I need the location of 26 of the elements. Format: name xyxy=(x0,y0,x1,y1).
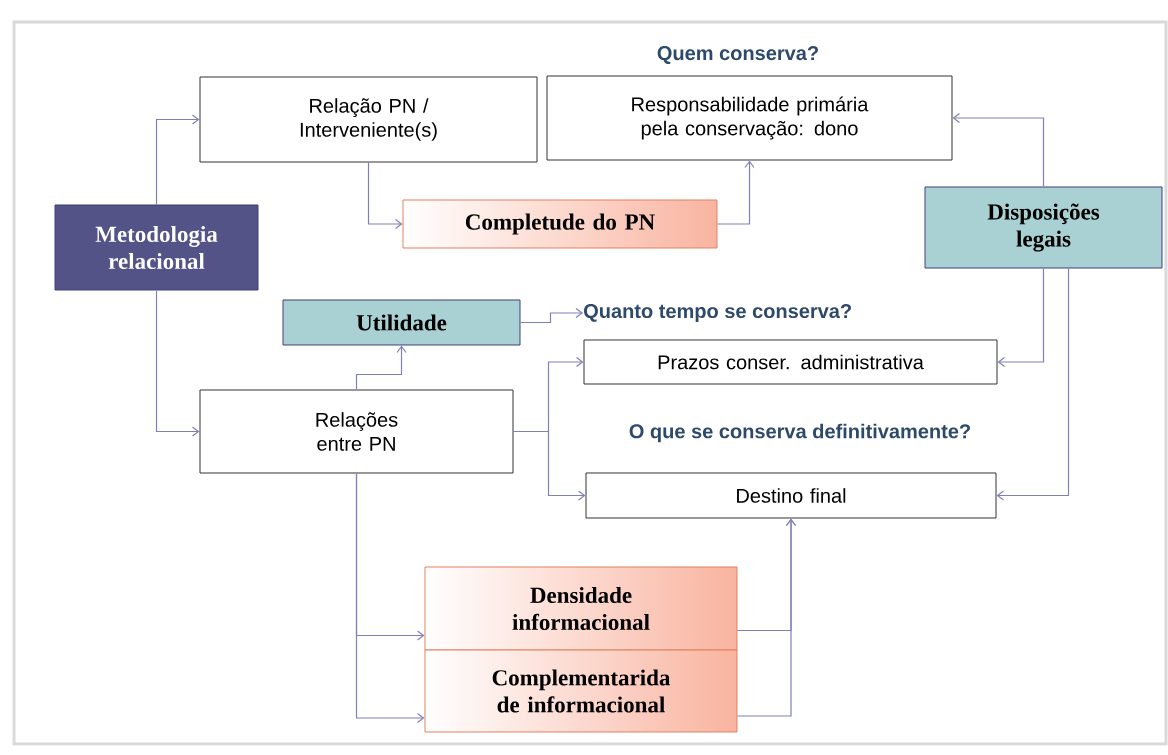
arrow xyxy=(155,289,200,437)
highlight-box: Densidade informacional xyxy=(424,566,738,651)
arrow xyxy=(952,112,1045,188)
arrow xyxy=(355,345,407,391)
process-box: Responsabilidade primária pela conservação: dono xyxy=(546,75,953,161)
arrow xyxy=(155,114,200,206)
arrow xyxy=(512,430,586,501)
process-box: Relações entre PN xyxy=(199,389,514,474)
topic-box: Disposições legais xyxy=(924,186,1163,269)
topic-box: Utilidade xyxy=(282,299,521,346)
arrow xyxy=(355,472,425,724)
heading-text: Quem conserva? xyxy=(657,46,818,64)
highlight-box: Complementarida de informacional xyxy=(424,649,738,733)
process-box: Relação PN / Interveniente(s) xyxy=(199,76,538,163)
highlight-box: Completude do PN xyxy=(402,199,718,249)
arrow xyxy=(716,160,755,225)
arrow xyxy=(996,267,1070,501)
arrow xyxy=(519,307,583,324)
method-box: Metodologia relacional xyxy=(54,204,259,291)
arrow xyxy=(367,161,403,230)
question-text: Quanto tempo se conserva? xyxy=(584,303,851,323)
process-box: Prazos conser. administrativa xyxy=(583,339,998,385)
arrow xyxy=(736,518,797,717)
heading-text: O que se conserva definitivamente? xyxy=(629,423,970,443)
arrow xyxy=(997,267,1045,368)
process-box: Destino final xyxy=(585,472,997,519)
